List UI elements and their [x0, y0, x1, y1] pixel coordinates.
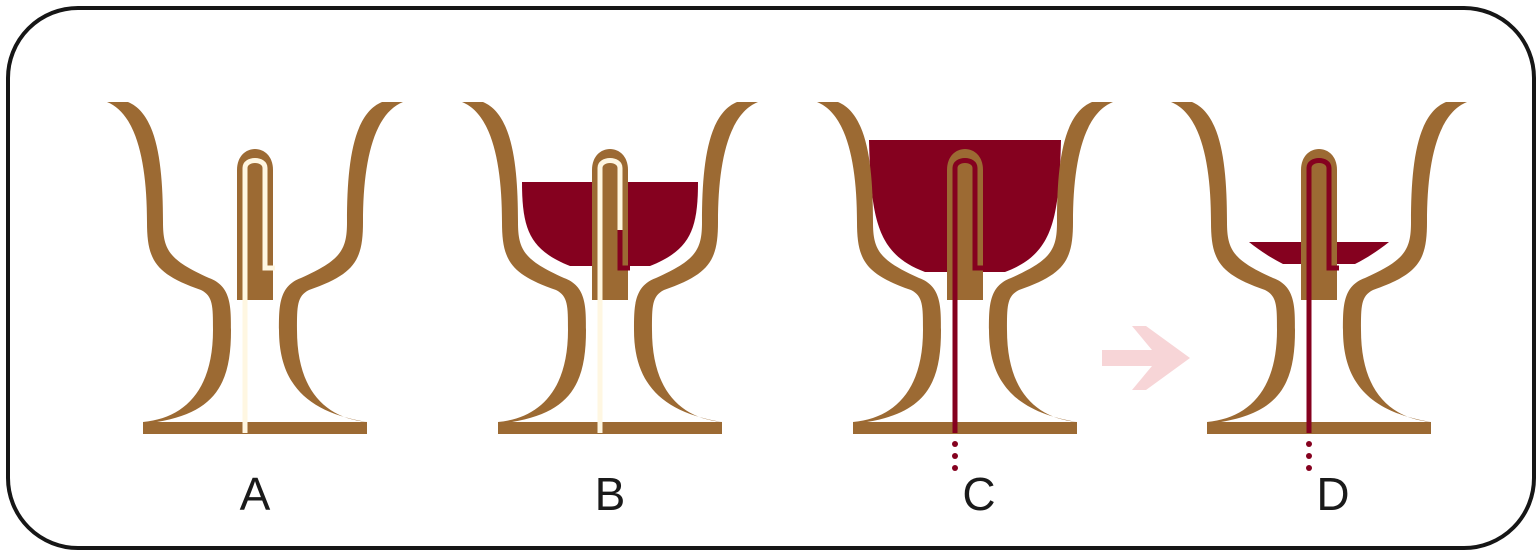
drip-drop: [952, 465, 958, 471]
panel-c: C: [817, 102, 1113, 520]
panel-label-d: D: [1316, 468, 1349, 520]
panel-label-c: C: [962, 468, 995, 520]
drip-drop: [952, 453, 958, 459]
right-arrow-icon: [1102, 326, 1190, 390]
panel-b: B: [462, 102, 758, 520]
panel-label-a: A: [240, 468, 271, 520]
drip-drop: [952, 441, 958, 447]
panel-d: D: [1171, 102, 1467, 520]
drip-drop: [1306, 441, 1312, 447]
panel-label-b: B: [595, 468, 626, 520]
central-column: [592, 149, 628, 300]
central-column: [237, 149, 273, 300]
central-column: [1301, 149, 1337, 300]
panel-a: A: [107, 100, 403, 520]
drip-drop: [1306, 453, 1312, 459]
drip-drops: [952, 441, 958, 471]
drip-drop: [1306, 465, 1312, 471]
arrow: [1102, 326, 1190, 390]
central-column: [947, 149, 983, 300]
drip-drops: [1306, 441, 1312, 471]
